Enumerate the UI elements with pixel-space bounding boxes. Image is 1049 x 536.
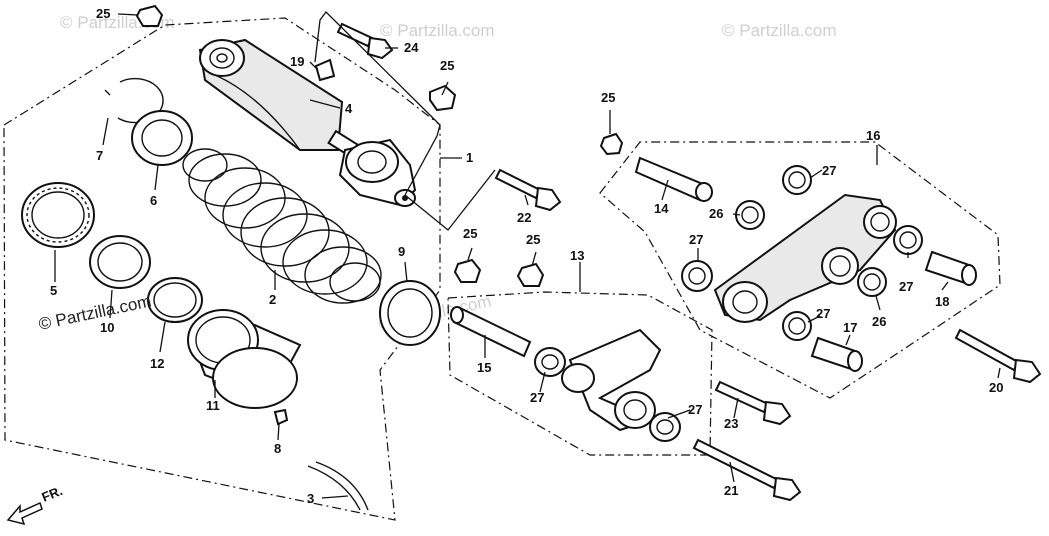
callout-20: 20 — [989, 380, 1003, 395]
bolt-21 — [692, 438, 802, 502]
bolt-20 — [954, 328, 1042, 384]
stopper-ring — [147, 277, 203, 323]
callout-9: 9 — [398, 244, 405, 259]
callout-27: 27 — [816, 306, 830, 321]
callout-25: 25 — [526, 232, 540, 247]
nut-25-shock — [429, 84, 457, 112]
callout-25: 25 — [463, 226, 477, 241]
label-plate — [314, 58, 336, 82]
shock-link — [450, 306, 681, 442]
callout-16: 16 — [866, 128, 880, 143]
callout-17: 17 — [843, 320, 857, 335]
link-assembly-boundary — [447, 291, 713, 456]
callout-26: 26 — [872, 314, 886, 329]
spring-guide — [89, 235, 151, 289]
callout-12: 12 — [150, 356, 164, 371]
callout-24: 24 — [404, 40, 419, 55]
callout-2: 2 — [269, 292, 276, 307]
callout-11: 11 — [206, 398, 220, 413]
callout-19: 19 — [290, 54, 304, 69]
nut-25-top — [135, 4, 164, 27]
callout-14: 14 — [654, 201, 669, 216]
arm-assembly-boundary — [599, 141, 1001, 399]
cushion-arm — [634, 156, 977, 372]
nut-25-link-left — [453, 258, 482, 283]
bolt-22 — [494, 168, 562, 212]
callout-3: 3 — [307, 491, 314, 506]
circlip — [104, 77, 164, 124]
callout-27: 27 — [689, 232, 703, 247]
callout-13: 13 — [570, 248, 584, 263]
callout-5: 5 — [50, 283, 57, 298]
bump-rubber-cover — [187, 309, 302, 409]
callout-25: 25 — [440, 58, 454, 73]
bolt-24 — [336, 22, 394, 60]
watermark-top-right: © Partzilla.com — [722, 21, 837, 40]
front-direction-arrow: FR. — [6, 483, 65, 526]
nut-25-link-right — [516, 262, 545, 287]
nut-25-arm — [599, 132, 624, 156]
front-label: FR. — [40, 483, 65, 505]
callout-26: 26 — [709, 206, 723, 221]
bolt-23 — [714, 380, 792, 426]
shock-assembly-boundary — [3, 17, 441, 521]
callout-4: 4 — [345, 101, 353, 116]
callout-22: 22 — [517, 210, 531, 225]
callout-6: 6 — [150, 193, 157, 208]
callout-27: 27 — [899, 279, 913, 294]
callout-25: 25 — [96, 6, 110, 21]
callout-1: 1 — [466, 150, 473, 165]
watermark-top-mid: © Partzilla.com — [380, 21, 495, 40]
callout-27: 27 — [530, 390, 544, 405]
callout-15: 15 — [477, 360, 491, 375]
needle-bearing — [21, 182, 95, 248]
callout-18: 18 — [935, 294, 949, 309]
valve-cap — [273, 408, 289, 426]
callout-10: 10 — [100, 320, 114, 335]
callout-23: 23 — [724, 416, 738, 431]
callout-27: 27 — [688, 402, 702, 417]
leader-lines — [54, 11, 1001, 499]
callout-25: 25 — [601, 90, 615, 105]
breather-hose — [307, 461, 369, 511]
callout-7: 7 — [96, 148, 103, 163]
callout-21: 21 — [724, 483, 738, 498]
collar — [379, 280, 441, 346]
callout-27: 27 — [822, 163, 836, 178]
shock-absorber-body — [198, 38, 417, 207]
spring-seat — [131, 110, 193, 166]
spring — [182, 148, 382, 304]
callout-8: 8 — [274, 441, 281, 456]
callouts: 25 24 19 25 4 1 7 6 22 25 25 9 13 5 2 10… — [50, 6, 1003, 506]
